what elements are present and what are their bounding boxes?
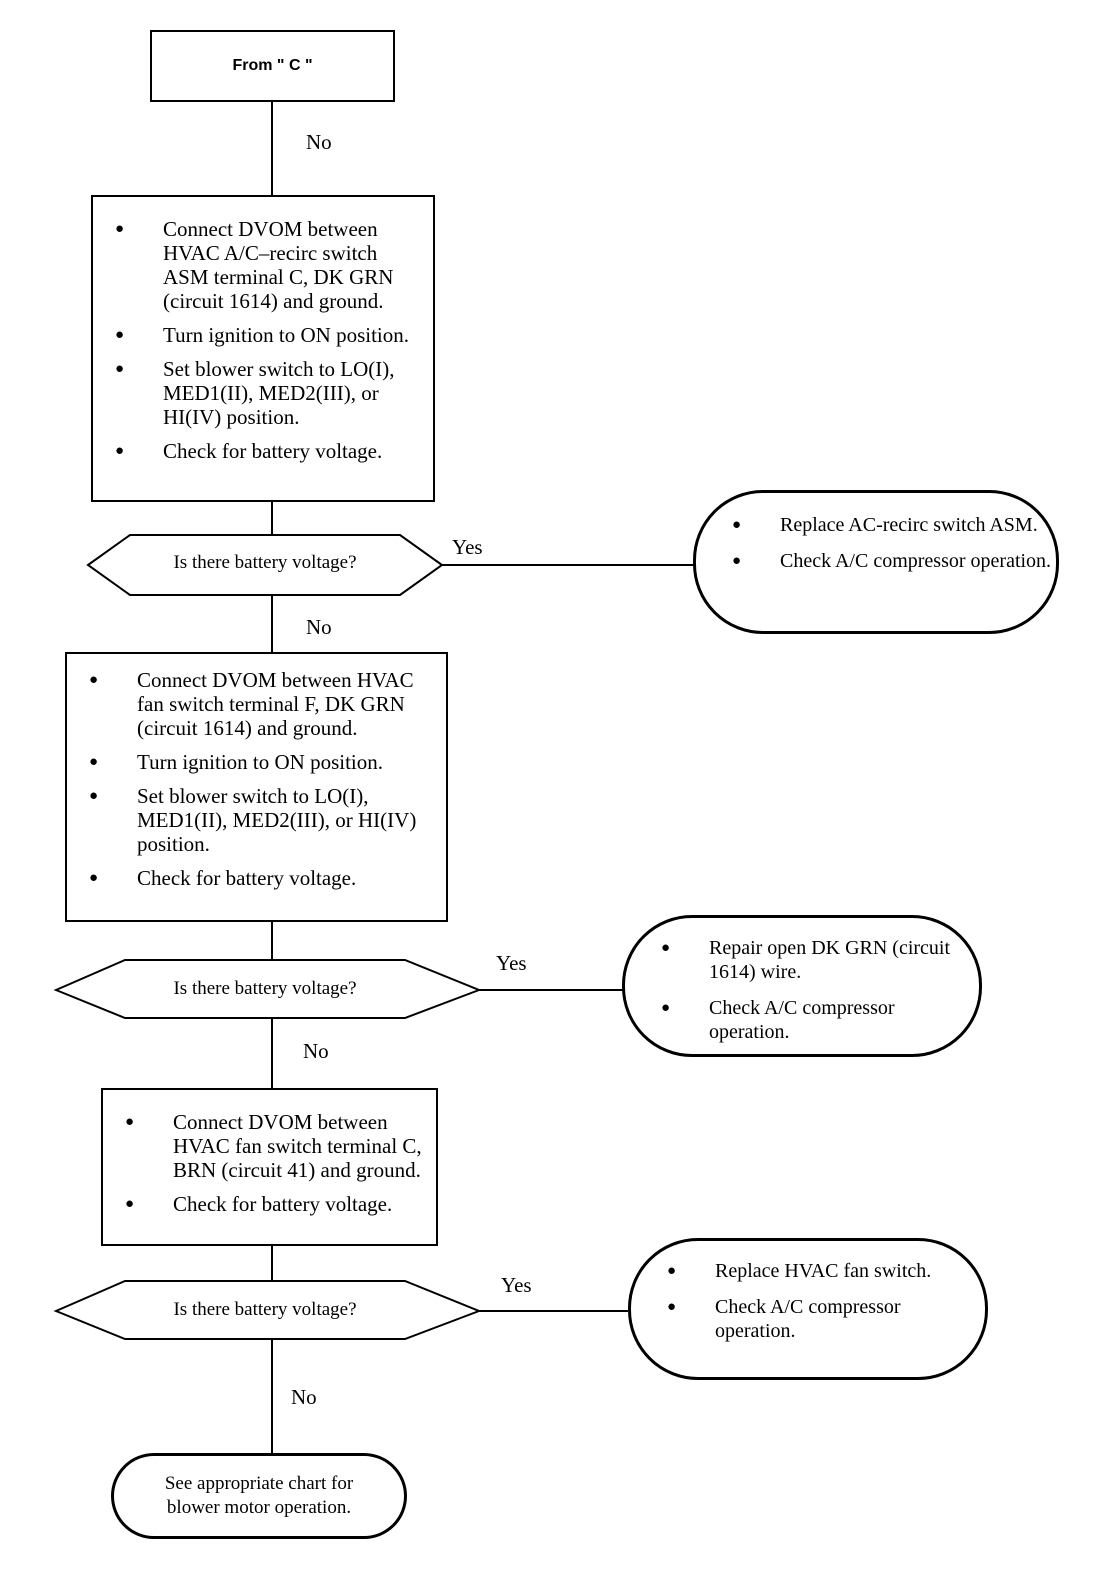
decision2-yes-label: Yes <box>496 951 527 975</box>
decision1-yes-label: Yes <box>452 535 483 559</box>
step2-item: Connect DVOM between HVAC fan switch ter… <box>67 668 426 740</box>
start-label: From " C " <box>232 57 313 74</box>
step1-item: Set blower switch to LO(I), MED1(II), ME… <box>93 357 413 429</box>
decision3-question: Is there battery voltage? <box>173 1299 357 1320</box>
result3-terminal: Replace HVAC fan switch. Check A/C compr… <box>628 1238 988 1380</box>
step2-box: Connect DVOM between HVAC fan switch ter… <box>65 652 448 922</box>
decision2-question: Is there battery voltage? <box>173 978 357 999</box>
end-terminal: See appropriate chart for blower motor o… <box>111 1453 407 1539</box>
step2-item: Check for battery voltage. <box>67 866 426 890</box>
decision2-no-label: No <box>303 1039 329 1063</box>
step3-item: Check for battery voltage. <box>103 1192 422 1216</box>
step3-box: Connect DVOM between HVAC fan switch ter… <box>101 1088 438 1246</box>
step1-item: Connect DVOM between HVAC A/C–recirc swi… <box>93 217 413 313</box>
step2-item: Set blower switch to LO(I), MED1(II), ME… <box>67 784 426 856</box>
end-label: See appropriate chart for blower motor o… <box>164 1473 354 1518</box>
step2-item: Turn ignition to ON position. <box>67 750 426 774</box>
result1-terminal: Replace AC-recirc switch ASM. Check A/C … <box>693 490 1059 634</box>
start-no-label: No <box>306 130 332 154</box>
result3-item: Replace HVAC fan switch. <box>631 1259 967 1283</box>
decision3-no-label: No <box>291 1385 317 1409</box>
result1-item: Check A/C compressor operation. <box>696 549 1056 573</box>
decision1-no-label: No <box>306 615 332 639</box>
step1-item: Turn ignition to ON position. <box>93 323 413 347</box>
result1-item: Replace AC-recirc switch ASM. <box>696 513 1056 537</box>
step1-box: Connect DVOM between HVAC A/C–recirc swi… <box>91 195 435 502</box>
decision3-yes-label: Yes <box>501 1273 532 1297</box>
result2-item: Repair open DK GRN (circuit 1614) wire. <box>625 936 961 984</box>
start-box: From " C " <box>150 30 395 102</box>
decision1-question: Is there battery voltage? <box>173 552 357 573</box>
result3-item: Check A/C compressor operation. <box>631 1295 967 1343</box>
step3-item: Connect DVOM between HVAC fan switch ter… <box>103 1110 422 1182</box>
result2-item: Check A/C compressor operation. <box>625 996 961 1044</box>
step1-item: Check for battery voltage. <box>93 439 413 463</box>
result2-terminal: Repair open DK GRN (circuit 1614) wire. … <box>622 915 982 1057</box>
